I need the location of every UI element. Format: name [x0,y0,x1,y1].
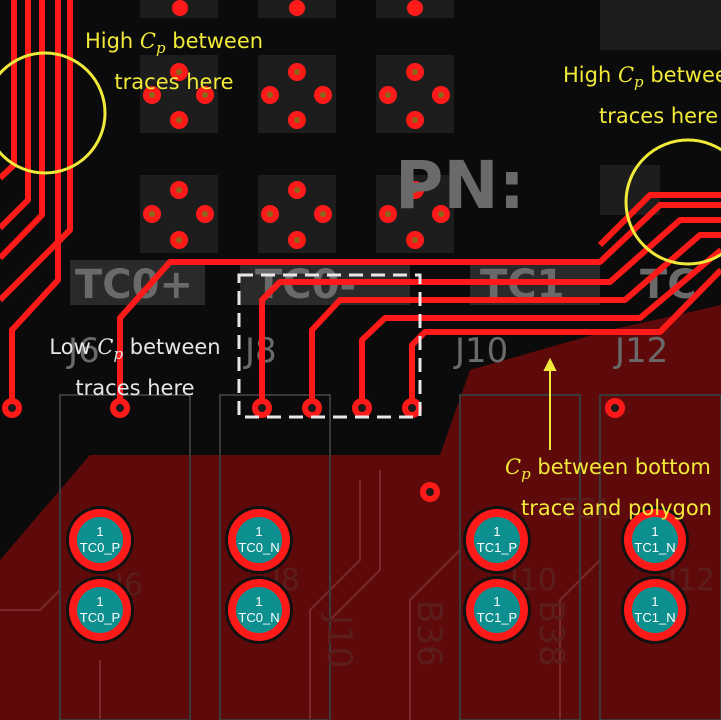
pad-pin-number: 1 [651,594,658,609]
pad-pin-number: 1 [96,594,103,609]
pad-net-name: TC0_N [238,540,279,555]
arrow-up [543,357,557,450]
silk-j10-top: J10 [453,331,508,371]
signal-traces [0,0,721,408]
pad-net-name: TC1_P [477,610,517,625]
through-hole-pads: 1TC0_P1TC0_N1TC1_P1TC1_N1TC0_P1TC0_N1TC1… [66,506,689,644]
pad-net-name: TC0_N [238,610,279,625]
pad-net-name: TC1_N [634,610,675,625]
pad-pin-number: 1 [255,594,262,609]
silk-b38: B38 [531,600,571,667]
pad-net-name: TC0_P [80,540,120,555]
pad-net-name: TC1_N [634,540,675,555]
pad-pin-number: 1 [493,524,500,539]
silk-j6-top: J6 [66,331,100,371]
silk-j12-top: J12 [613,331,668,371]
highlight-box [237,273,422,419]
annotation-cp-polygon: Cp between bottom trace and polygon [505,455,712,520]
trace-via-holes [8,404,619,496]
component-outlines [59,394,721,720]
pad-pin-number: 1 [493,594,500,609]
annotation-high-cp-left: High Cp between traces here [84,29,264,94]
silk-j10-rot: J10 [319,613,359,668]
silk-tc1-dim: TC1 [559,492,613,525]
pad-net-name: TC0_P [80,610,120,625]
silk-pn: PN: [395,147,525,224]
highlight-circle-right [624,138,721,266]
highlight-circle-left [0,51,107,175]
annotation-low-cp: Low Cp between traces here [49,335,221,400]
silk-b36: B36 [409,600,449,667]
grid-via-holes [149,69,444,243]
pad-pin-number: 1 [651,524,658,539]
annotation-high-cp-right: High Cp between traces here [563,63,721,128]
pad-pin-number: 1 [96,524,103,539]
pad-net-name: TC1_P [477,540,517,555]
pad-pin-number: 1 [255,524,262,539]
